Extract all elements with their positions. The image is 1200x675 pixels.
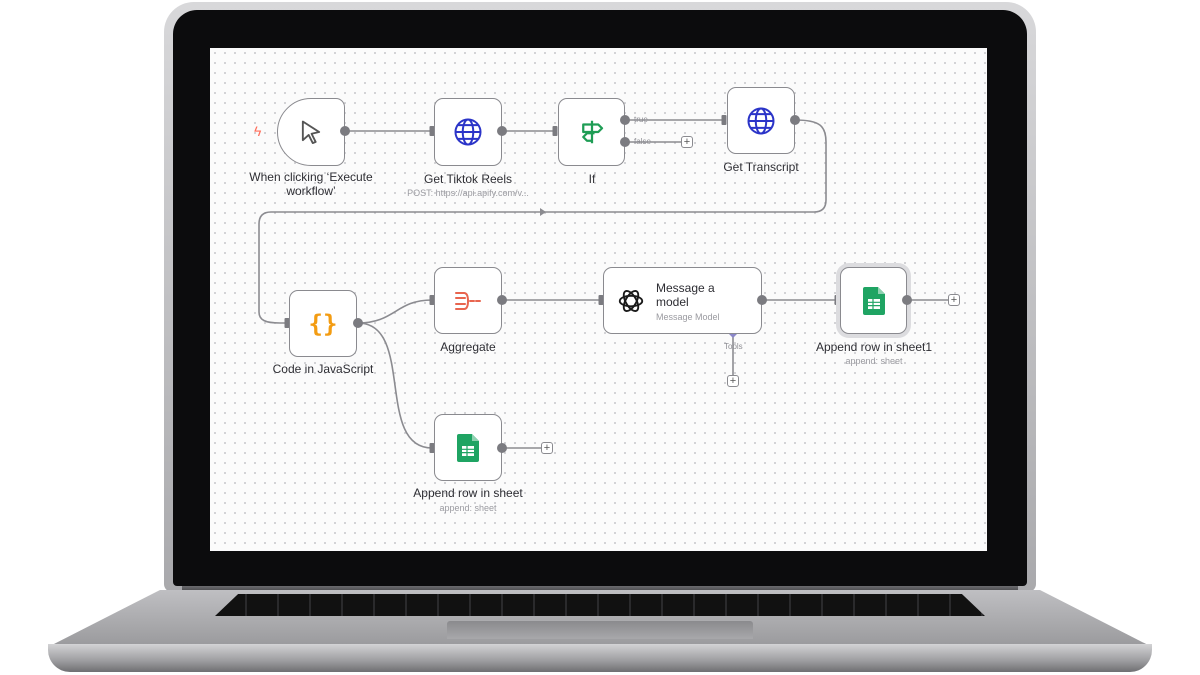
append-row-sheet1-label: Append row in sheet1 — [815, 340, 933, 354]
trigger-bolt-icon: ϟ — [254, 123, 262, 139]
aggregate-icon — [455, 291, 481, 310]
aggregate-output-port[interactable] — [497, 295, 507, 305]
google-sheets-icon — [457, 433, 479, 462]
aggregate-label: Aggregate — [440, 340, 496, 354]
laptop-trackpad — [447, 621, 753, 639]
workflow-canvas[interactable]: ϟ When clicking ‘Execute workflow’ Get T… — [210, 48, 987, 551]
append-row-sheet-subtitle: append: sheet — [439, 503, 497, 513]
get-transcript-node[interactable] — [727, 87, 795, 154]
reels-input-port[interactable] — [429, 126, 435, 136]
transcript-input-port[interactable] — [721, 115, 727, 125]
if-node[interactable] — [558, 98, 625, 166]
message-model-input-port[interactable] — [598, 295, 604, 305]
globe-icon — [454, 118, 482, 146]
wire-code-to-append-sheet — [357, 322, 433, 449]
signpost-icon — [581, 120, 603, 144]
wire-code-to-aggregate — [357, 299, 433, 324]
code-output-port[interactable] — [353, 318, 363, 328]
append-sheet-output-port[interactable] — [497, 443, 507, 453]
manual-trigger-node[interactable] — [277, 98, 345, 166]
trigger-output-port[interactable] — [340, 126, 350, 136]
transcript-output-port[interactable] — [790, 115, 800, 125]
aggregate-node[interactable] — [434, 267, 502, 334]
openai-logo-icon — [618, 289, 644, 312]
trigger-node-label: When clicking ‘Execute workflow’ — [249, 170, 373, 198]
wire-direction-arrow — [540, 208, 546, 216]
code-input-port[interactable] — [284, 318, 290, 328]
append-sheet1-input-port[interactable] — [834, 295, 840, 305]
if-true-output-port[interactable] — [620, 115, 630, 125]
get-transcript-label: Get Transcript — [723, 160, 799, 174]
append-sheet1-add-button[interactable]: + — [948, 294, 960, 306]
append-row-sheet-node[interactable] — [434, 414, 502, 481]
aggregate-input-port[interactable] — [429, 295, 435, 305]
message-model-title-line2: model — [656, 295, 689, 309]
get-tiktok-reels-node[interactable] — [434, 98, 502, 166]
if-node-label: If — [588, 172, 596, 186]
get-tiktok-reels-label: Get Tiktok Reels — [423, 172, 513, 186]
message-model-title-line1: Message a — [656, 281, 715, 295]
connections-layer — [258, 119, 948, 449]
laptop-keyboard — [215, 594, 985, 616]
tools-label: Tools — [724, 342, 743, 351]
reels-output-port[interactable] — [497, 126, 507, 136]
globe-icon — [747, 107, 775, 134]
if-false-add-button[interactable]: + — [681, 136, 693, 148]
append-row-sheet-label: Append row in sheet — [413, 486, 523, 500]
get-tiktok-reels-subtitle: POST: https://api.apify.com/v... — [407, 188, 529, 198]
if-false-output-port[interactable] — [620, 137, 630, 147]
code-javascript-node[interactable]: {} — [289, 290, 357, 357]
if-false-label: false — [634, 137, 651, 146]
code-javascript-label: Code in JavaScript — [272, 362, 374, 376]
code-braces-icon: {} — [308, 309, 338, 338]
wire-transcript-to-code — [258, 119, 827, 324]
append-sheet-input-port[interactable] — [429, 443, 435, 453]
if-input-port[interactable] — [552, 126, 558, 136]
append-row-sheet1-node[interactable] — [840, 267, 907, 334]
append-sheet-add-button[interactable]: + — [541, 442, 553, 454]
google-sheets-icon — [862, 286, 885, 315]
laptop-base — [48, 644, 1152, 672]
append-row-sheet1-subtitle: append: sheet — [845, 356, 903, 366]
message-model-text: Message a model Message Model — [656, 281, 720, 322]
if-true-label: true — [634, 115, 648, 124]
message-model-output-port[interactable] — [757, 295, 767, 305]
tools-add-button[interactable]: + — [727, 375, 739, 387]
cursor-pointer-icon — [301, 120, 321, 145]
message-model-subtitle: Message Model — [656, 312, 720, 322]
append-sheet1-output-port[interactable] — [902, 295, 912, 305]
message-model-node[interactable]: Message a model Message Model — [603, 267, 762, 334]
